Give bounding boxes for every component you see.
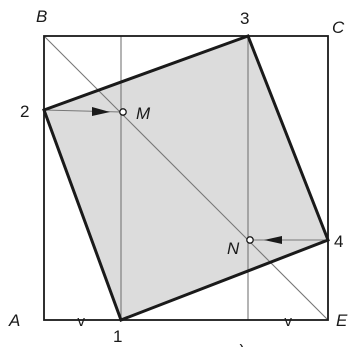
inner-square-outline bbox=[42, 34, 330, 322]
label-a: A bbox=[8, 311, 20, 330]
tick-mark-left: v bbox=[77, 314, 85, 330]
figure-caption: а) bbox=[230, 341, 245, 347]
arrow-to-n bbox=[264, 236, 282, 244]
label-4: 4 bbox=[334, 232, 343, 251]
point-n bbox=[246, 236, 254, 244]
label-b: B bbox=[36, 7, 47, 26]
label-3: 3 bbox=[240, 9, 249, 28]
tick-mark-right: v bbox=[284, 314, 292, 330]
point-m bbox=[119, 108, 127, 116]
label-1: 1 bbox=[113, 327, 122, 346]
label-e: E bbox=[336, 311, 348, 330]
arrow-to-m bbox=[92, 107, 110, 116]
label-m: M bbox=[136, 104, 151, 123]
label-c: C bbox=[332, 18, 345, 37]
label-2: 2 bbox=[20, 102, 29, 121]
diagonal-b-e bbox=[43, 35, 329, 321]
label-n: N bbox=[227, 239, 240, 258]
outer-square bbox=[43, 35, 329, 321]
